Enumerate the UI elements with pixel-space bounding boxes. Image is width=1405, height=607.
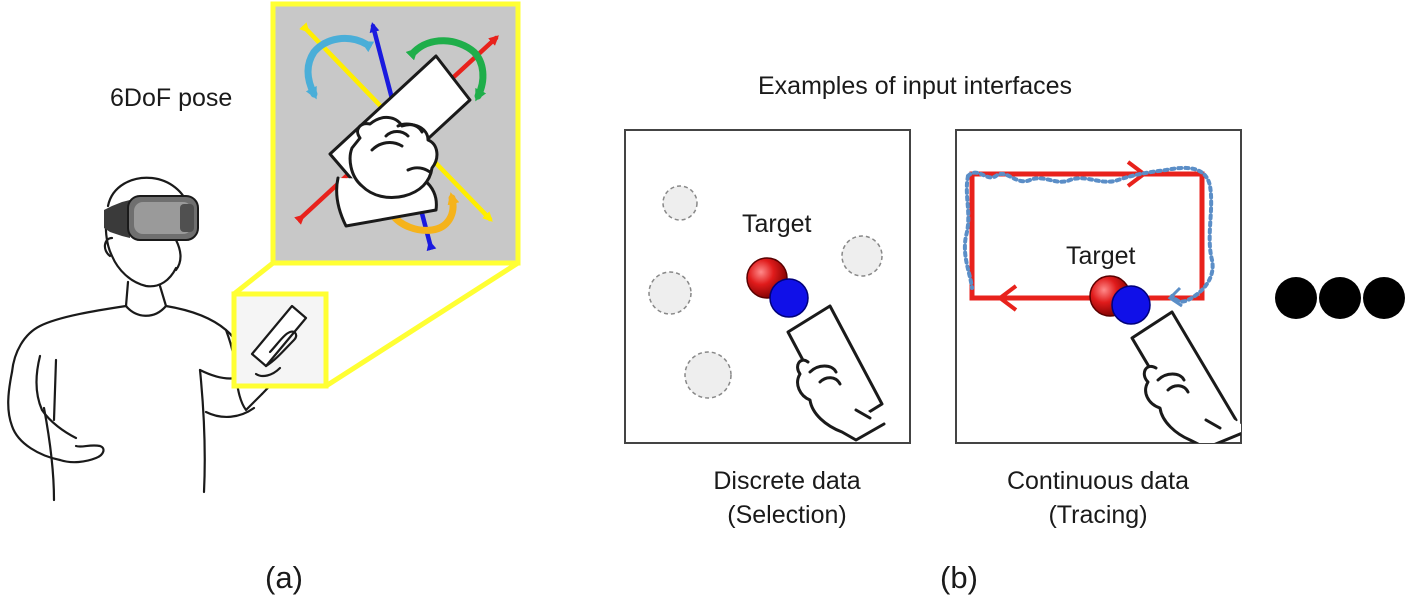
- path-arrow: [996, 284, 1018, 312]
- pose-label: 6DoF pose: [110, 84, 233, 112]
- continuous-caption-line1: Continuous data: [1006, 467, 1190, 495]
- candidate-target: [841, 235, 883, 277]
- rotation-arcs: [304, 34, 487, 234]
- small-hand-device: [250, 304, 308, 378]
- ellipsis-dots-icon: [1275, 277, 1405, 319]
- panel-b-title: Examples of input interfaces: [758, 72, 1073, 100]
- cursor-sphere: [1111, 285, 1151, 325]
- continuous-caption-line2: (Tracing): [1048, 501, 1148, 529]
- rotation-cyan: [304, 34, 375, 100]
- candidate-target: [662, 185, 698, 221]
- cursor-sphere: [769, 278, 809, 318]
- panel-a-label: (a): [265, 560, 303, 595]
- tracing-path: [969, 171, 1205, 301]
- traced-path: [966, 166, 1215, 304]
- rotation-orange: [383, 192, 460, 234]
- target-label-discrete: Target: [742, 210, 812, 238]
- candidate-target: [684, 351, 732, 399]
- panel-b-label: (b): [940, 560, 978, 595]
- candidate-target: [648, 271, 692, 315]
- continuous-caption: Continuous data (Tracing): [968, 464, 1228, 532]
- hand-holding-device-icon: [328, 54, 472, 228]
- discrete-caption-line2: (Selection): [727, 501, 847, 529]
- rotation-green: [405, 37, 487, 102]
- hand-holding-device-icon: [1130, 310, 1241, 443]
- discrete-selection-panel: [624, 129, 911, 444]
- hand-holding-device-icon: [786, 304, 886, 442]
- continuous-tracing-panel: [955, 129, 1242, 444]
- vr-headset: [104, 195, 199, 241]
- target-label-continuous: Target: [1066, 242, 1136, 270]
- discrete-caption-line1: Discrete data: [713, 467, 861, 495]
- discrete-caption: Discrete data (Selection): [657, 464, 917, 532]
